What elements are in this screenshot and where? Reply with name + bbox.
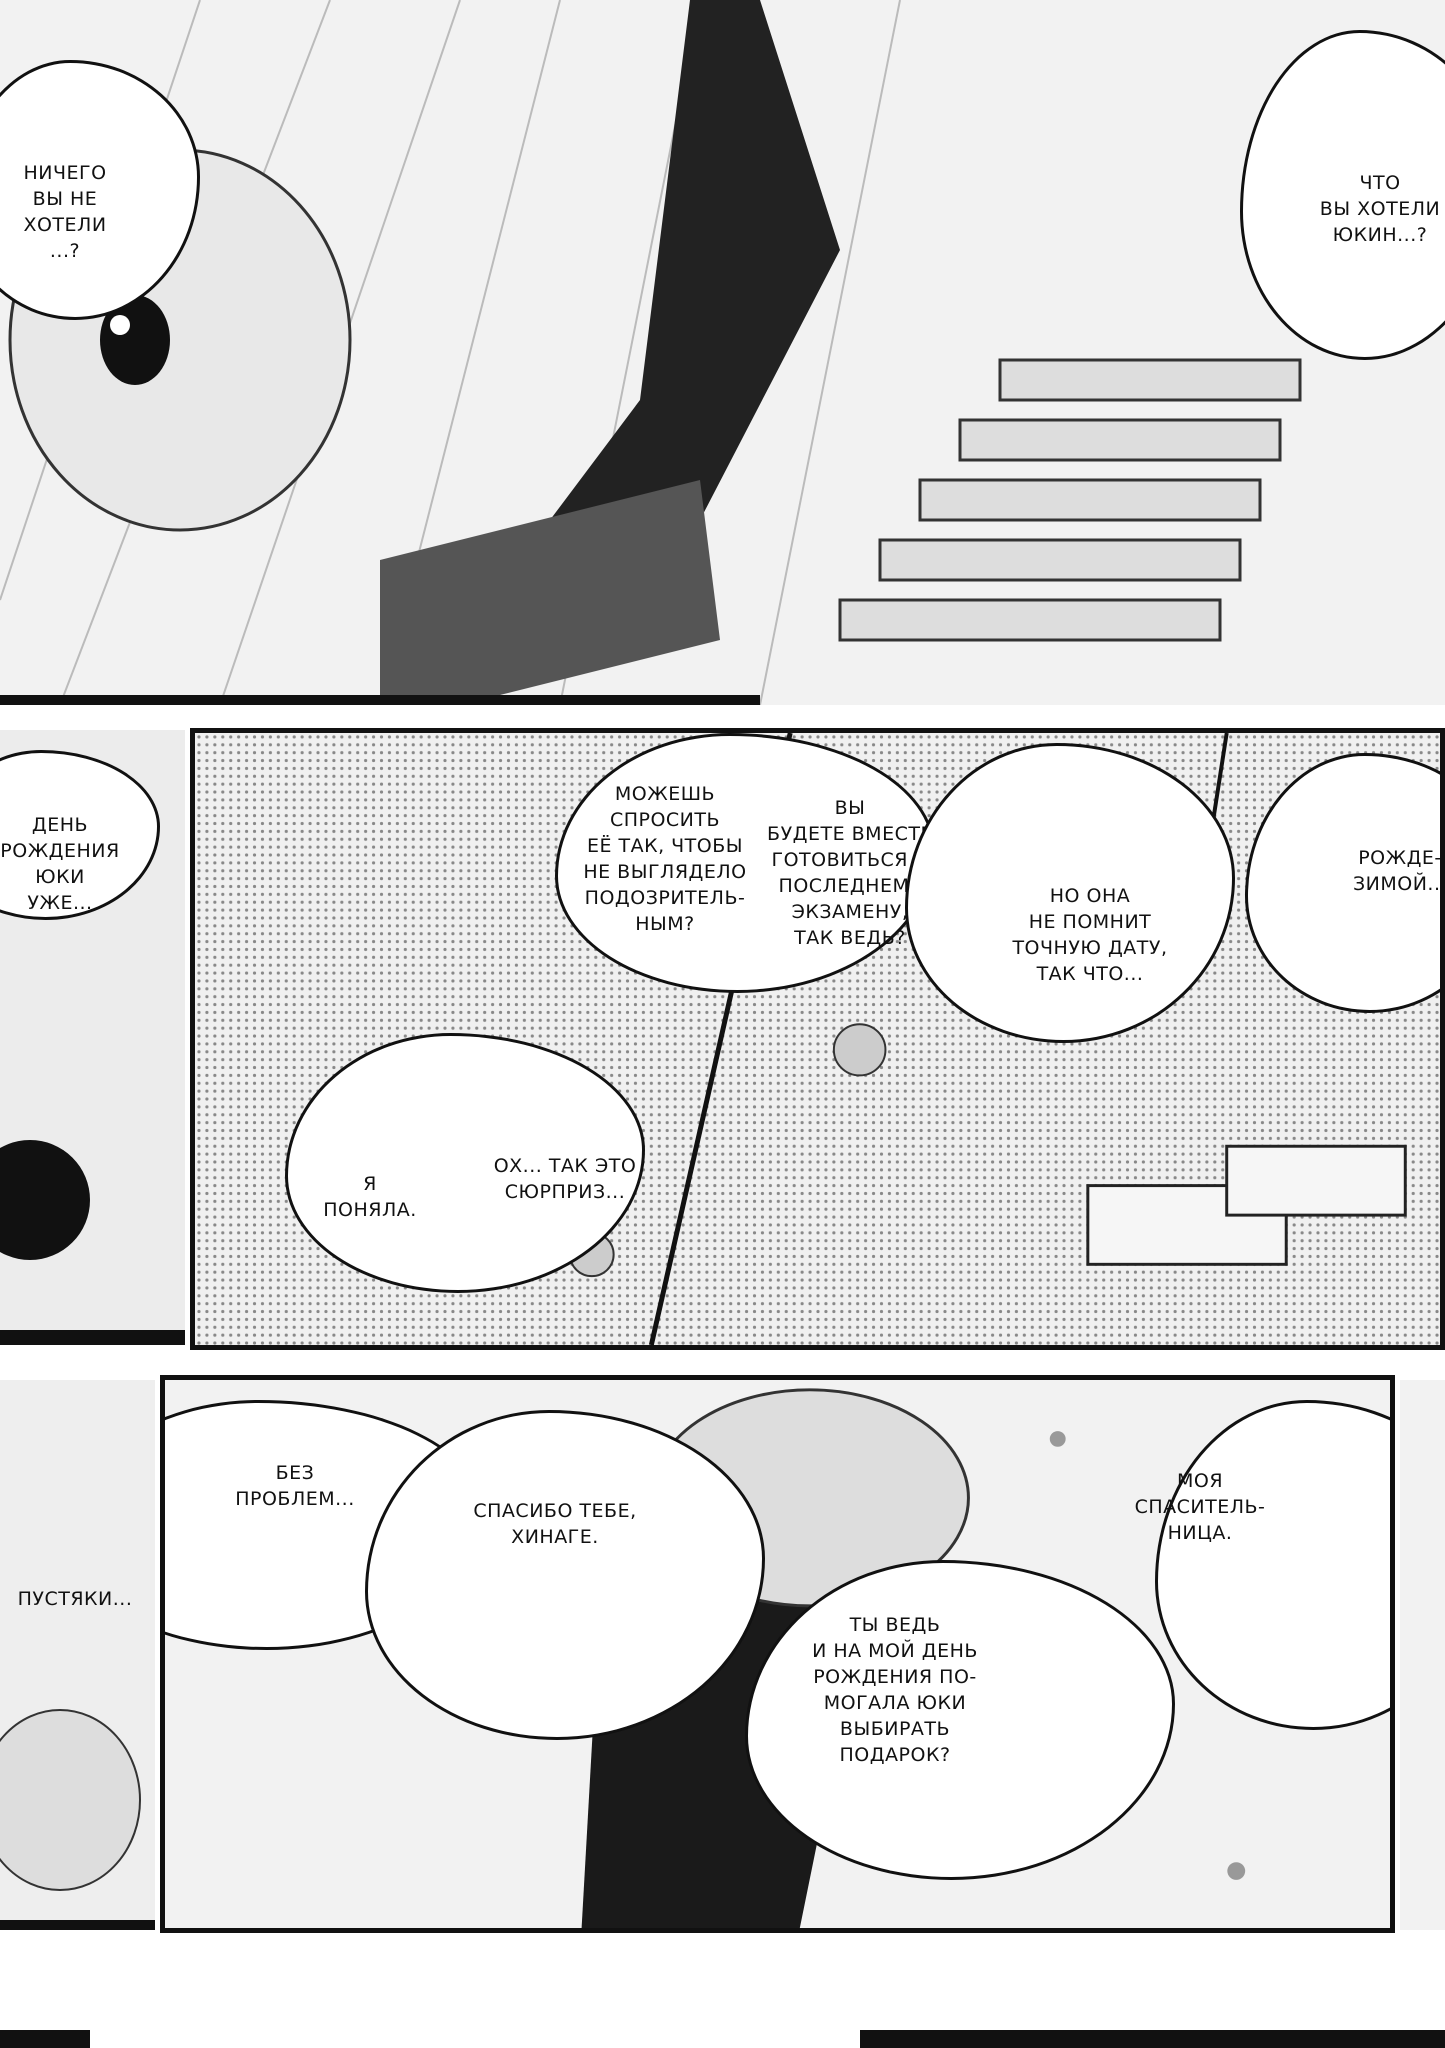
speech-bubble bbox=[365, 1410, 765, 1740]
speech-text: ох... так это сюрприз... bbox=[493, 1155, 637, 1203]
panel-3-right bbox=[1400, 1380, 1445, 1930]
speech-text: ты ведь и на мой день рождения по- могал… bbox=[812, 1614, 978, 1766]
speech-text: день рождения юки уже... bbox=[0, 814, 120, 914]
page-border bbox=[0, 2030, 90, 2048]
thought-bubble bbox=[555, 733, 935, 993]
speech-text: пустяки... bbox=[17, 1588, 133, 1610]
speech-text: можешь спросить её так, чтобы не выгляде… bbox=[583, 783, 747, 935]
panel-3-left: пустяки... bbox=[0, 1380, 155, 1930]
thought-bubble bbox=[905, 743, 1235, 1043]
speech-text: Что вы хотели юкин...? bbox=[1319, 172, 1441, 246]
panel-1-art bbox=[0, 0, 1445, 705]
speech-bubble bbox=[745, 1560, 1175, 1880]
speech-text: ничего вы не хотели ...? bbox=[23, 162, 107, 262]
panel-1: ничего вы не хотели ...? Что вы хотели ю… bbox=[0, 0, 1445, 705]
speech-text: без проблем... bbox=[235, 1462, 355, 1510]
speech-text: рожде- зимой... bbox=[1352, 847, 1445, 895]
thought-bubble bbox=[1245, 753, 1440, 1013]
speech-text: я поняла. bbox=[323, 1173, 417, 1221]
speech-text: но она не помнит точную дату, так что... bbox=[1012, 885, 1168, 985]
panel-3-left-art bbox=[0, 1380, 155, 1930]
page-border bbox=[860, 2030, 1445, 2048]
speech-text: спасибо тебе, хинаге. bbox=[473, 1500, 637, 1548]
panel-3: без проблем... спасибо тебе, хинаге. моя… bbox=[160, 1375, 1395, 1933]
speech-bubble bbox=[1240, 30, 1445, 360]
panel-2: можешь спросить её так, чтобы не выгляде… bbox=[190, 728, 1445, 1350]
speech-text: вы будете вместе готовиться к последнему… bbox=[767, 797, 933, 949]
speech-text: моя спаситель- ница. bbox=[1134, 1470, 1266, 1544]
thought-bubble bbox=[285, 1033, 645, 1293]
panel-2-left: день рождения юки уже... bbox=[0, 730, 185, 1345]
